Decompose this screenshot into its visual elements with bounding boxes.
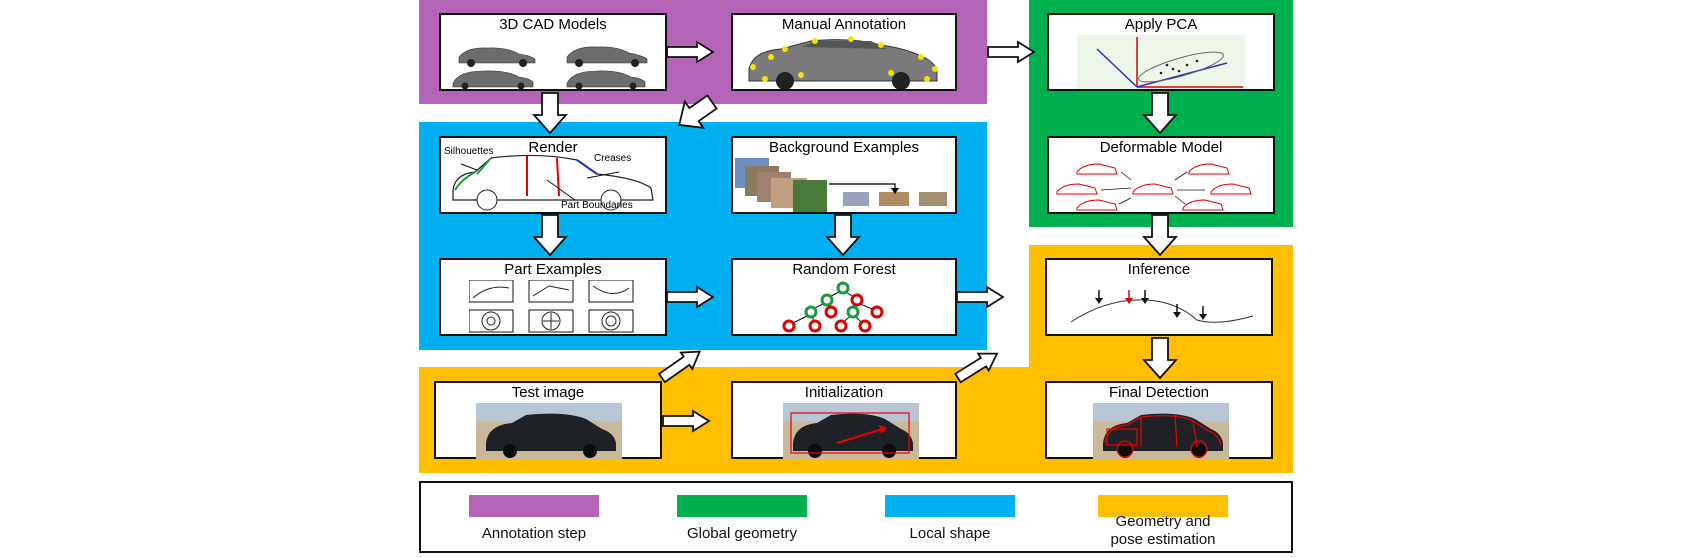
part-examples-title: Part Examples	[504, 261, 602, 278]
random-forest-tree	[782, 281, 884, 333]
legend-label-global: Global geometry	[686, 525, 798, 542]
deformable-model-box: Deformable Model	[1047, 136, 1275, 214]
test-photo	[476, 403, 622, 459]
arrow-annotation-to-pca	[987, 41, 1035, 63]
initialization-title: Initialization	[804, 384, 884, 401]
manual-annotation-box: Manual Annotation	[731, 13, 957, 91]
inference-curve	[1070, 290, 1254, 323]
deformable-car-models	[1056, 163, 1252, 211]
render-box: Render Silhouettes Creases Part Boundari…	[439, 136, 667, 214]
deformable-model-title: Deformable Model	[1099, 139, 1223, 156]
inference-box: Inference	[1045, 258, 1273, 336]
cad-models-title: 3D CAD Models	[499, 16, 607, 33]
silhouettes-label: Silhouettes	[444, 146, 494, 157]
apply-pca-box: Apply PCA	[1047, 13, 1275, 91]
cad-models-box: 3D CAD Models	[439, 13, 667, 91]
render-title: Render	[528, 139, 578, 156]
render-car-drawing	[452, 154, 654, 211]
final-detection-title: Final Detection	[1108, 384, 1210, 401]
final-detection-photo	[1093, 403, 1229, 459]
random-forest-box: Random Forest	[731, 258, 957, 336]
random-forest-title: Random Forest	[792, 261, 896, 278]
apply-pca-title: Apply PCA	[1124, 16, 1198, 33]
pca-plot-image	[1077, 35, 1245, 89]
initialization-photo	[783, 403, 919, 459]
legend-swatch-local	[885, 495, 1015, 517]
creases-label: Creases	[594, 153, 632, 164]
legend-label-geometry: Geometry and pose estimation	[1110, 513, 1216, 548]
part-example-patches	[469, 280, 634, 333]
annotated-car-image	[748, 36, 938, 89]
test-image-title: Test image	[511, 384, 585, 401]
background-example-images	[735, 158, 947, 212]
test-image-box: Test image	[434, 381, 662, 459]
background-examples-box: Background Examples	[731, 136, 957, 214]
legend-swatch-global	[677, 495, 807, 517]
legend-swatch-geometry	[1098, 495, 1228, 517]
legend-label-annotation: Annotation step	[481, 525, 587, 542]
background-examples-title: Background Examples	[768, 139, 920, 156]
final-detection-box: Final Detection	[1045, 381, 1273, 459]
legend: Annotation step Global geometry Local sh…	[419, 481, 1293, 553]
manual-annotation-title: Manual Annotation	[781, 16, 907, 33]
part-examples-box: Part Examples	[439, 258, 667, 336]
part-boundaries-label: Part Boundaries	[561, 200, 633, 211]
inference-title: Inference	[1127, 261, 1191, 278]
legend-label-local: Local shape	[909, 525, 991, 542]
initialization-box: Initialization	[731, 381, 957, 459]
legend-swatch-annotation	[469, 495, 599, 517]
cad-car-images	[452, 46, 648, 89]
